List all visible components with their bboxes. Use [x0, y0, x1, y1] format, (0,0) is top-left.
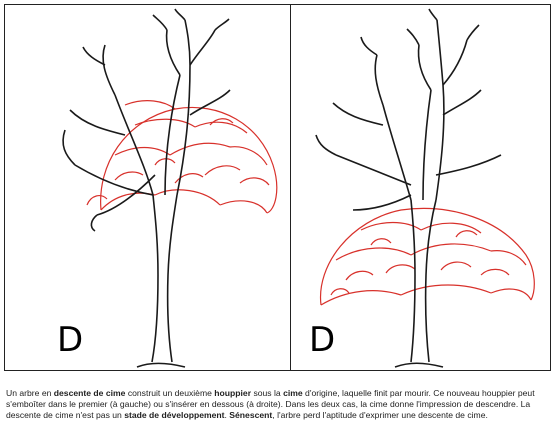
tree-figure: D — [4, 4, 551, 371]
figure-caption: Un arbre en descente de cime construit u… — [6, 388, 548, 423]
caption-run: , l'arbre perd l'aptitude d'exprimer une… — [272, 410, 488, 420]
caption-term: cime — [283, 388, 303, 398]
caption-term: houppier — [214, 388, 251, 398]
panel-letter-left: D — [57, 323, 83, 357]
new-crown-left — [87, 101, 277, 213]
trunk-left — [63, 9, 230, 367]
trunk-right — [316, 9, 501, 367]
tree-drawing-right — [291, 5, 550, 370]
caption-text: Un arbre en descente de cime construit u… — [6, 388, 548, 423]
caption-term: Sénescent — [229, 410, 272, 420]
caption-run: Un arbre en — [6, 388, 54, 398]
panel-letter-right: D — [309, 323, 335, 357]
caption-run: construit un deuxième — [125, 388, 214, 398]
caption-term: stade de développement — [124, 410, 224, 420]
tree-drawing-left — [5, 5, 291, 370]
caption-term: descente de cime — [54, 388, 126, 398]
caption-run: sous la — [251, 388, 283, 398]
panel-left: D — [5, 5, 291, 370]
panel-right: D — [291, 5, 550, 370]
